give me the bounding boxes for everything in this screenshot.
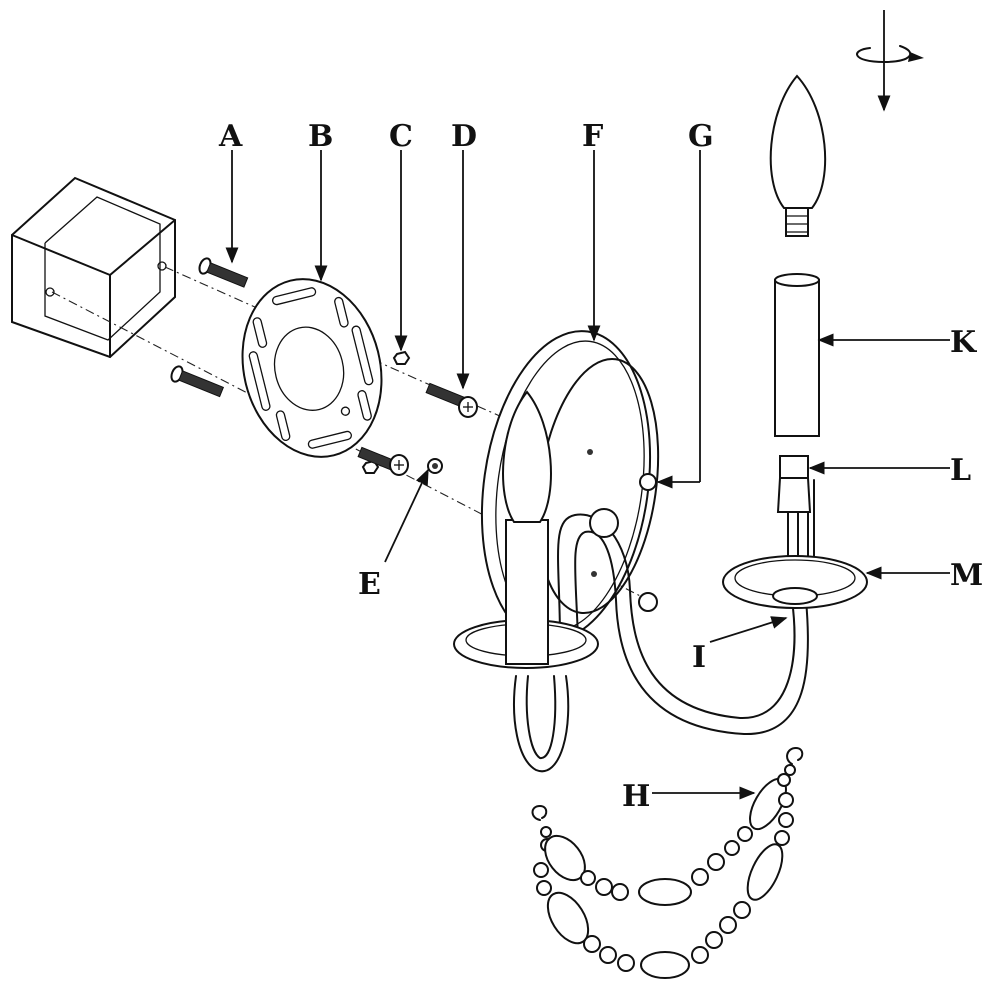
label-m: M: [950, 558, 983, 593]
part-e-ground-screw: [427, 458, 443, 474]
label-h: H: [622, 779, 650, 814]
rotate-clockwise-arrow-icon: [856, 10, 924, 112]
label-a: A: [218, 119, 243, 154]
label-d: D: [451, 119, 477, 154]
part-a-screws: [170, 257, 249, 398]
label-e: E: [358, 567, 381, 602]
label-l: L: [950, 453, 971, 488]
label-k: K: [950, 325, 977, 360]
part-h-bead-chain: [531, 747, 804, 979]
part-c-nuts: [361, 350, 411, 474]
bulb: [769, 74, 827, 237]
label-g: G: [688, 119, 714, 154]
label-c: C: [389, 119, 413, 154]
label-b: B: [308, 119, 333, 154]
part-k-candle-sleeve: [774, 273, 820, 437]
junction-box: [11, 176, 176, 359]
label-i: I: [692, 640, 706, 675]
part-b-mounting-plate: [241, 278, 383, 458]
part-f-backplate: [453, 330, 809, 773]
part-m-bobeche: [722, 555, 868, 609]
leader-lines: [225, 150, 950, 800]
part-labels: A B C D F G E K L M I H: [218, 119, 983, 814]
part-d-screws: [357, 382, 478, 476]
label-f: F: [582, 119, 603, 154]
